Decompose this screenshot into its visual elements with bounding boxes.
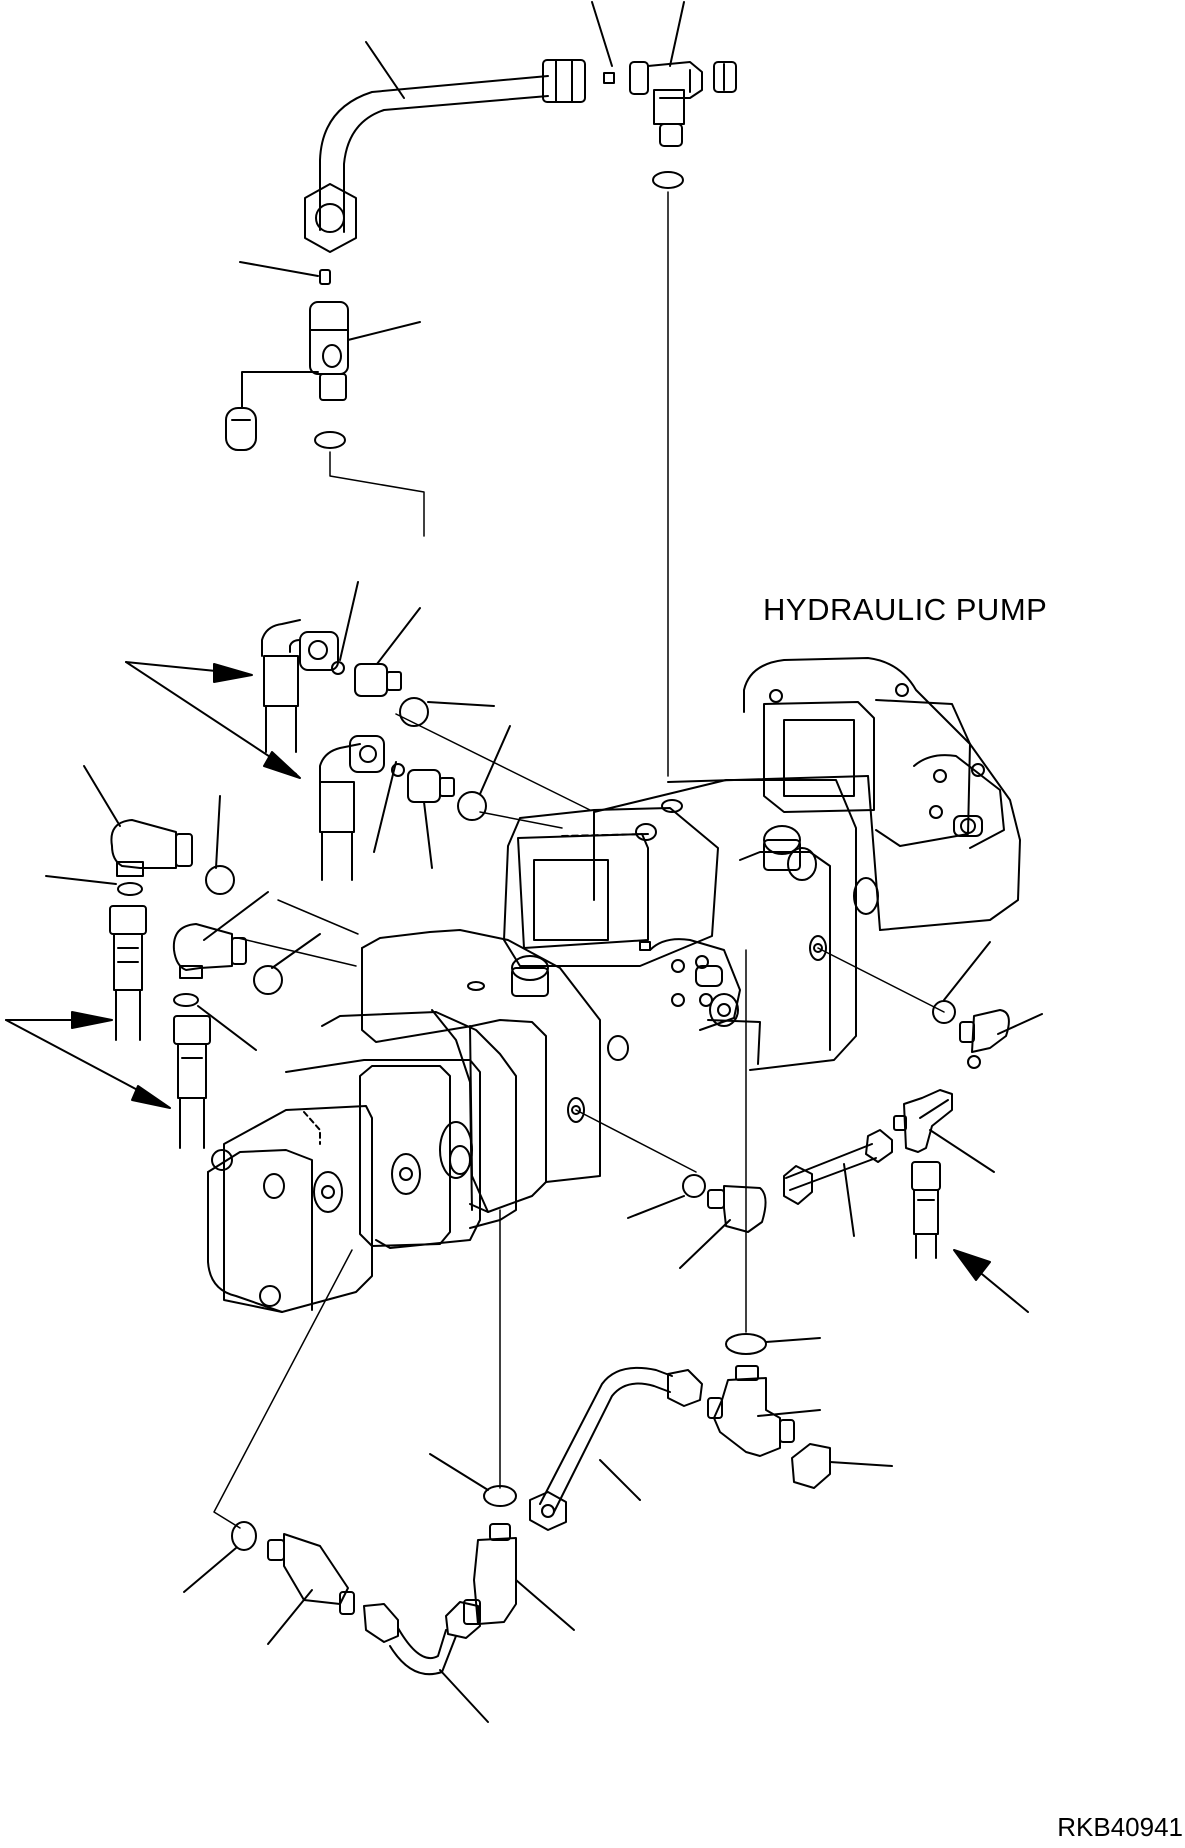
callout-line bbox=[680, 1220, 730, 1268]
elbow-fitting-right bbox=[960, 1010, 1009, 1068]
callout-line bbox=[758, 1410, 820, 1416]
hydraulic-pump-label: HYDRAULIC PUMP bbox=[763, 592, 1048, 627]
hose-elbow-lower bbox=[320, 736, 384, 880]
o-ring bbox=[726, 1334, 766, 1354]
o-ring bbox=[206, 866, 234, 894]
callout-line bbox=[670, 2, 684, 66]
callout-line bbox=[516, 1580, 574, 1630]
hose-elbow-upper bbox=[262, 620, 338, 752]
callout-line bbox=[944, 942, 990, 1000]
callout-line bbox=[600, 1460, 640, 1500]
o-ring bbox=[484, 1486, 516, 1506]
center-line bbox=[214, 1250, 352, 1528]
callout-line bbox=[430, 1454, 488, 1490]
elbow-fitting-lower bbox=[708, 1186, 766, 1232]
center-line bbox=[278, 900, 358, 934]
callout-line bbox=[348, 322, 420, 340]
small-screw bbox=[320, 270, 330, 284]
top-bent-tube bbox=[305, 60, 585, 252]
callout-line bbox=[930, 1130, 994, 1172]
o-ring bbox=[232, 1522, 256, 1550]
o-ring bbox=[400, 698, 428, 726]
hose-fitting-right bbox=[912, 1162, 940, 1258]
cap-nut bbox=[792, 1444, 830, 1488]
callout-line bbox=[480, 726, 510, 794]
o-ring bbox=[118, 883, 142, 895]
callout-line bbox=[242, 372, 318, 408]
elbow-fitting-left-1 bbox=[111, 820, 192, 876]
center-line bbox=[576, 1110, 696, 1172]
callout-line bbox=[204, 892, 268, 940]
callout-line bbox=[240, 262, 318, 276]
hydraulic-pump-assembly bbox=[208, 658, 1020, 1312]
adapter-upper bbox=[355, 664, 401, 696]
callout-line bbox=[198, 1006, 256, 1050]
top-right-cap bbox=[714, 62, 736, 92]
small-plug bbox=[604, 73, 614, 83]
bent-tube-bottom bbox=[364, 1602, 480, 1674]
center-line bbox=[238, 938, 356, 966]
o-ring bbox=[174, 994, 198, 1006]
callout-line bbox=[424, 802, 432, 868]
callout-line bbox=[377, 608, 420, 664]
hose-fitting-left-1 bbox=[110, 906, 146, 1040]
adapter-lower bbox=[408, 770, 454, 802]
tee-fitting-lower bbox=[708, 1366, 794, 1456]
callout-line bbox=[766, 1338, 820, 1342]
center-line bbox=[396, 714, 590, 810]
callout-line bbox=[46, 876, 116, 884]
center-line bbox=[818, 948, 944, 1012]
swivel-adapter bbox=[310, 302, 348, 400]
callout-line bbox=[592, 2, 612, 66]
callout-line bbox=[366, 42, 404, 98]
o-ring bbox=[332, 662, 344, 674]
o-ring bbox=[254, 966, 282, 994]
center-line bbox=[330, 452, 424, 536]
figure-code-label: RKB40941 bbox=[1057, 1812, 1183, 1842]
elbow-fitting-bottom bbox=[464, 1524, 516, 1624]
o-ring bbox=[653, 172, 683, 188]
adapter-bottom-left bbox=[268, 1534, 354, 1614]
callout-line bbox=[184, 1548, 236, 1592]
indicator-arrow bbox=[6, 662, 1028, 1312]
callout-line bbox=[216, 796, 220, 868]
callout-line bbox=[844, 1164, 854, 1236]
o-ring bbox=[392, 764, 404, 776]
o-ring bbox=[458, 792, 486, 820]
straight-tube-right bbox=[784, 1130, 892, 1204]
callout-line bbox=[428, 702, 494, 706]
elbow-fitting-left-2 bbox=[174, 924, 246, 978]
callout-line bbox=[84, 766, 120, 826]
callout-line bbox=[440, 1670, 488, 1722]
bent-tube-lower bbox=[530, 1368, 702, 1530]
callout-line bbox=[374, 762, 396, 852]
plug-bolt bbox=[226, 408, 256, 450]
callout-line bbox=[340, 582, 358, 660]
o-ring bbox=[315, 432, 345, 448]
tee-fitting-right bbox=[894, 1090, 952, 1152]
top-elbow-adapter bbox=[630, 62, 702, 146]
hose-fitting-left-2 bbox=[174, 1016, 210, 1148]
o-ring bbox=[683, 1175, 705, 1197]
callout-line bbox=[268, 1590, 312, 1644]
callout-line bbox=[830, 1462, 892, 1466]
callout-line bbox=[628, 1196, 684, 1218]
callout-line bbox=[998, 1014, 1042, 1034]
center-line bbox=[480, 812, 562, 828]
